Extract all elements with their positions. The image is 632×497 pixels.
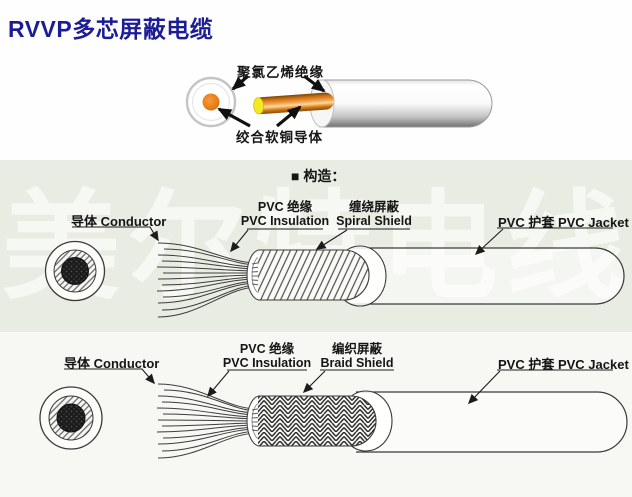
spiral-cable-drawing [44, 226, 625, 318]
spiral-jacket-label: PVC 护套 PVC Jacket [498, 215, 629, 230]
spiral-shield-outline [258, 249, 370, 301]
braid-strand-fan [156, 383, 259, 459]
spiral-cross-section [44, 240, 106, 302]
spiral-insulation-label-en: PVC Insulation [240, 214, 330, 228]
braid-shield-label-en: Braid Shield [320, 356, 394, 370]
construction-heading: ■ 构造： [291, 168, 346, 184]
braid-insulation-label: PVC 绝缘 PVC Insulation [223, 342, 311, 370]
spiral-insulation-label: PVC 绝缘 PVC Insulation [241, 200, 329, 228]
braid-jacket-label: PVC 护套 PVC Jacket [498, 357, 629, 372]
spiral-shield-label-en: Spiral Shield [336, 214, 412, 228]
braid-jacket-fill [356, 392, 627, 452]
page-title: RVVP多芯屏蔽电缆 [8, 16, 214, 42]
braid-insulation-label-en: PVC Insulation [222, 356, 312, 370]
overview-arrows [217, 74, 326, 128]
braid-insulation-label-zh: PVC 绝缘 [239, 342, 295, 356]
braid-shield [258, 396, 376, 446]
overview-jacket [319, 79, 493, 128]
overview-conductor-tip [253, 97, 264, 115]
overview-copper-core [202, 93, 220, 111]
braid-jacket-outline [356, 391, 628, 453]
braid-shield-label-zh: 编织屏蔽 [331, 342, 382, 356]
spiral-insulation-label-zh: PVC 绝缘 [257, 200, 313, 214]
spiral-leaders [72, 226, 613, 254]
overview-cable-drawing [185, 74, 493, 128]
braid-leaders [64, 368, 613, 403]
spiral-shield-label-zh: 缠绕屏蔽 [348, 200, 399, 214]
spiral-jacket-outline [350, 247, 625, 305]
overview-insulation-label: 聚氯乙烯绝缘 [237, 65, 324, 80]
spiral-conductor-label: 导体 Conductor [71, 214, 167, 229]
spiral-jacket-fill [350, 248, 624, 304]
braid-shield-label: 编织屏蔽 Braid Shield [321, 342, 394, 370]
braid-shield-outline [258, 395, 377, 447]
overview-conductor [253, 92, 334, 115]
spiral-strand-fan [156, 242, 259, 318]
braid-cross-section [39, 386, 103, 450]
spiral-shield-label: 缠绕屏蔽 Spiral Shield [336, 200, 412, 228]
overview-conductor-label: 绞合软铜导体 [236, 130, 323, 145]
spiral-shield [258, 250, 369, 300]
overview-cross-section [185, 76, 237, 128]
braid-conductor-label: 导体 Conductor [64, 356, 160, 371]
braid-cable-drawing [39, 368, 628, 459]
